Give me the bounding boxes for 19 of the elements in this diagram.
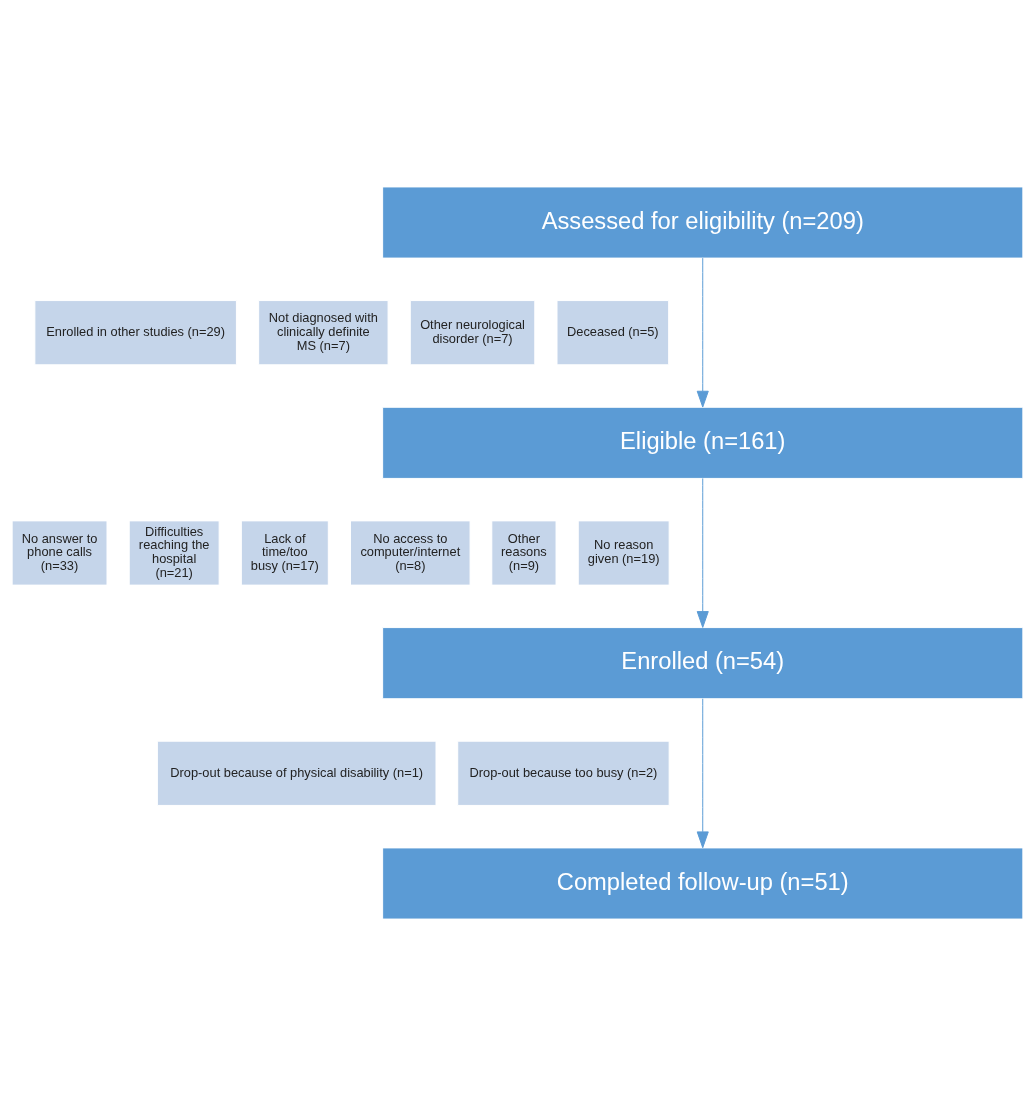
- arrow: [696, 477, 709, 628]
- node-box: Completed follow-up (n=51): [382, 847, 1024, 920]
- node-box: Drop-out because too busy (n=2): [457, 740, 670, 806]
- node-box: Other neurological disorder (n=7): [409, 300, 536, 366]
- node-box: Assessed for eligibility (n=209): [382, 186, 1024, 259]
- node-box: Lack of time/too busy (n=17): [240, 520, 329, 586]
- node-box: Enrolled (n=54): [382, 627, 1024, 700]
- node-box: Eligible (n=161): [382, 406, 1024, 479]
- node-box: Deceased (n=5): [556, 300, 670, 366]
- node-box: Other reasons (n=9): [491, 520, 557, 586]
- node-box: Difficulties reaching the hospital (n=21): [128, 520, 220, 586]
- node-box: Not diagnosed with clinically definite MS (n=7): [258, 300, 389, 366]
- node-box: No answer to phone calls (n=33): [11, 520, 108, 586]
- node-box: Enrolled in other studies (n=29): [34, 300, 237, 366]
- arrow: [696, 698, 709, 849]
- arrow: [696, 257, 709, 408]
- node-box: No access to computer/internet (n=8): [350, 520, 471, 586]
- node-box: No reason given (n=19): [577, 520, 670, 586]
- node-box: Drop-out because of physical disability (n=1): [156, 740, 437, 806]
